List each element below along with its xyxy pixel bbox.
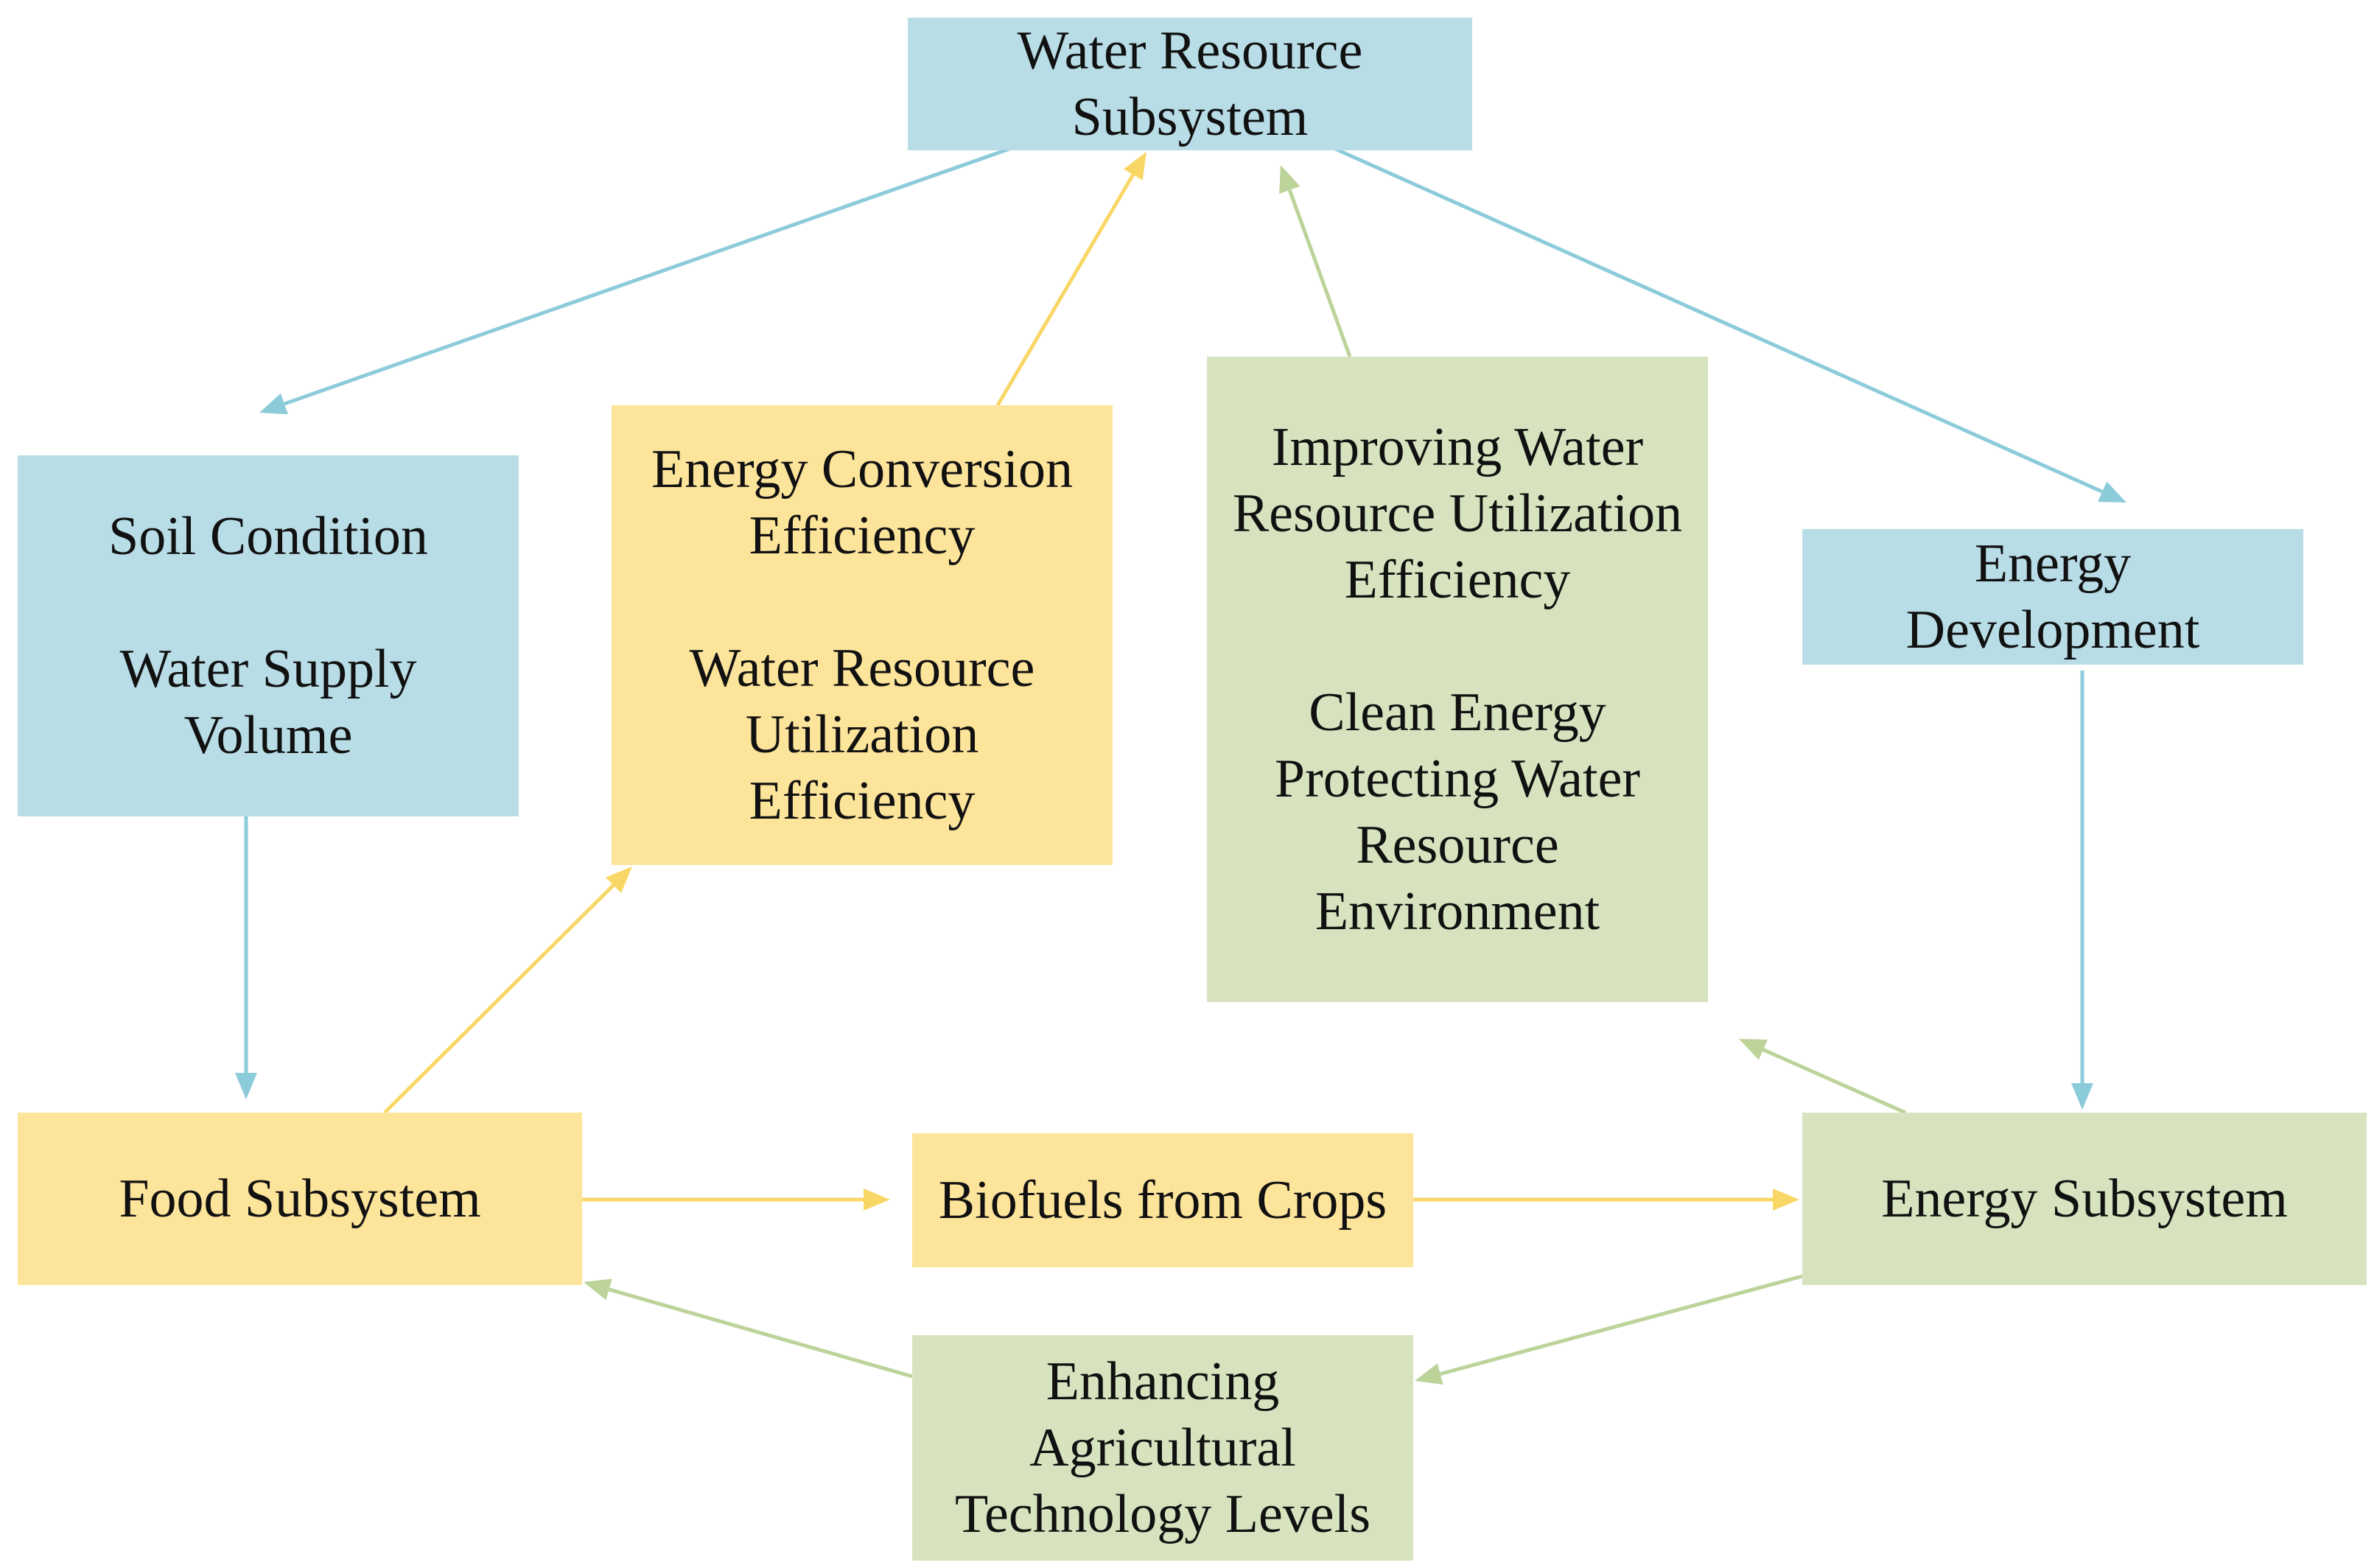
node-text-line: Resource [1356, 815, 1559, 875]
arrow-head [1415, 1363, 1443, 1385]
energy-development-node: Energy Development [1802, 529, 2303, 665]
node-text-line: Volume [183, 705, 353, 766]
arrow-food-subsystem-to-energy-conversion [383, 867, 632, 1114]
food-subsystem-node: Food Subsystem [18, 1113, 582, 1285]
arrow-enhancing-agri-to-food-subsystem [584, 1278, 913, 1379]
node-text-line: Efficiency [1344, 550, 1571, 610]
node-text-line: Energy Subsystem [1881, 1169, 2288, 1229]
improving-water-efficiency-node: Improving Water Resource Utilization Eff… [1207, 357, 1708, 1002]
node-text-line: Biofuels from Crops [938, 1170, 1387, 1231]
arrow-shaft [284, 147, 1010, 406]
arrow-food-subsystem-to-biofuels [582, 1189, 890, 1211]
arrow-head [1739, 1039, 1768, 1060]
arrow-soil-condition-to-food-subsystem [235, 816, 257, 1099]
arrow-head [2071, 1083, 2093, 1110]
arrow-shaft [1440, 1274, 1803, 1376]
arrow-shaft [383, 883, 615, 1114]
arrow-shaft [995, 173, 1135, 407]
arrow-shaft [1334, 147, 2104, 494]
node-text-line: Water Resource [689, 638, 1035, 699]
arrow-water-resource-to-energy-development [1334, 147, 2126, 503]
arrow-head [584, 1278, 612, 1301]
arrow-shaft [1287, 189, 1352, 357]
node-text-line: Agricultural [1029, 1418, 1296, 1478]
arrow-biofuels-to-energy-subsystem [1413, 1189, 1799, 1211]
node-text-line: Efficiency [749, 771, 976, 831]
node-text-line: Clean Energy [1309, 682, 1606, 743]
node-text-line: Protecting Water [1274, 749, 1641, 809]
arrow-improving-water-to-water-resource [1279, 165, 1352, 357]
node-text-line: Development [1905, 600, 2200, 660]
arrow-shaft [608, 1287, 913, 1379]
node-text-line: Resource Utilization [1232, 483, 1683, 544]
arrow-head [864, 1189, 890, 1211]
node-text-line: Enhancing [1046, 1351, 1280, 1412]
arrow-head [605, 867, 632, 894]
energy-subsystem-node: Energy Subsystem [1802, 1113, 2367, 1285]
arrow-energy-subsystem-to-improving-water [1739, 1039, 1907, 1115]
arrow-head [1279, 165, 1300, 194]
arrow-head [1773, 1189, 1799, 1211]
node-text-line: Soil Condition [108, 506, 428, 567]
arrow-energy-subsystem-to-enhancing-agri [1415, 1274, 1803, 1385]
node-text-line: Water Supply [119, 639, 417, 699]
node-text-line: Improving Water [1271, 417, 1644, 477]
arrow-energy-development-to-energy-subsystem [2071, 671, 2093, 1110]
node-text-line: Technology Levels [954, 1484, 1371, 1544]
arrow-head [235, 1073, 257, 1099]
node-text-line: Energy [1974, 533, 2132, 594]
arrow-energy-conversion-to-water-resource [995, 152, 1147, 407]
node-text-line: Energy Conversion [651, 439, 1074, 500]
node-text-line: Water Resource [1017, 21, 1363, 81]
arrow-water-resource-to-soil-condition [259, 147, 1010, 415]
energy-conversion-efficiency-node: Energy Conversion Efficiency Water Resou… [612, 405, 1113, 865]
enhancing-agricultural-technology-node: Enhancing Agricultural Technology Levels [912, 1335, 1413, 1561]
node-text-line: Environment [1314, 881, 1600, 942]
node-text-line: Efficiency [749, 505, 976, 566]
arrow-head [1123, 152, 1147, 181]
soil-condition-node: Soil Condition Water Supply Volume [18, 455, 519, 816]
node-text-line: Utilization [745, 704, 979, 765]
arrow-head [2098, 481, 2126, 503]
arrow-shaft [1762, 1048, 1907, 1115]
biofuels-from-crops-node: Biofuels from Crops [912, 1133, 1413, 1267]
node-text-line: Subsystem [1071, 87, 1309, 147]
arrow-head [259, 393, 288, 415]
water-resource-subsystem-node: Water Resource Subsystem [908, 18, 1472, 150]
node-text-line: Food Subsystem [119, 1169, 481, 1229]
